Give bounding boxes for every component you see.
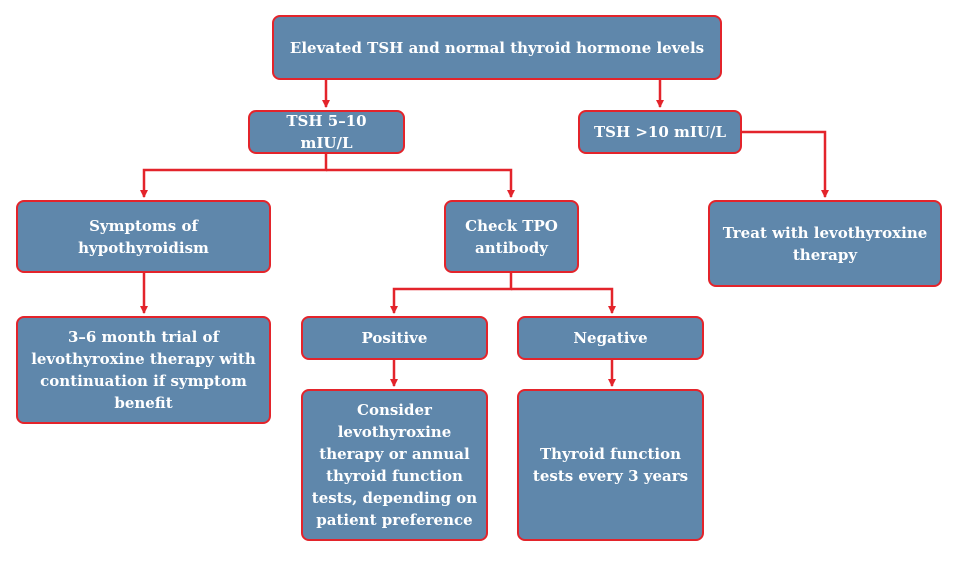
- node-check-tpo: Check TPO antibody: [444, 200, 579, 273]
- node-symptoms: Symptoms of hypothyroidism: [16, 200, 271, 273]
- connector-check-tpo-to-positive: [390, 273, 513, 314]
- connector-check-tpo-to-negative: [511, 287, 616, 314]
- node-tsh-5-10: TSH 5–10 mIU/L: [248, 110, 405, 154]
- connector-tsh-gt-10-to-treat: [742, 130, 829, 198]
- node-positive: Positive: [301, 316, 488, 360]
- connector-tsh-5-10-to-symptoms: [140, 154, 328, 198]
- node-treat: Treat with levothyroxine therapy: [708, 200, 942, 287]
- node-tsh-gt-10: TSH >10 mIU/L: [578, 110, 742, 154]
- node-trial: 3–6 month trial of levothyroxine therapy…: [16, 316, 271, 424]
- node-elevated-tsh: Elevated TSH and normal thyroid hormone …: [272, 15, 722, 80]
- node-consider: Consider levothyroxine therapy or annual…: [301, 389, 488, 541]
- node-negative: Negative: [517, 316, 704, 360]
- connector-tsh-5-10-to-check-tpo: [326, 168, 515, 198]
- node-tft-every-3-years: Thyroid function tests every 3 years: [517, 389, 704, 541]
